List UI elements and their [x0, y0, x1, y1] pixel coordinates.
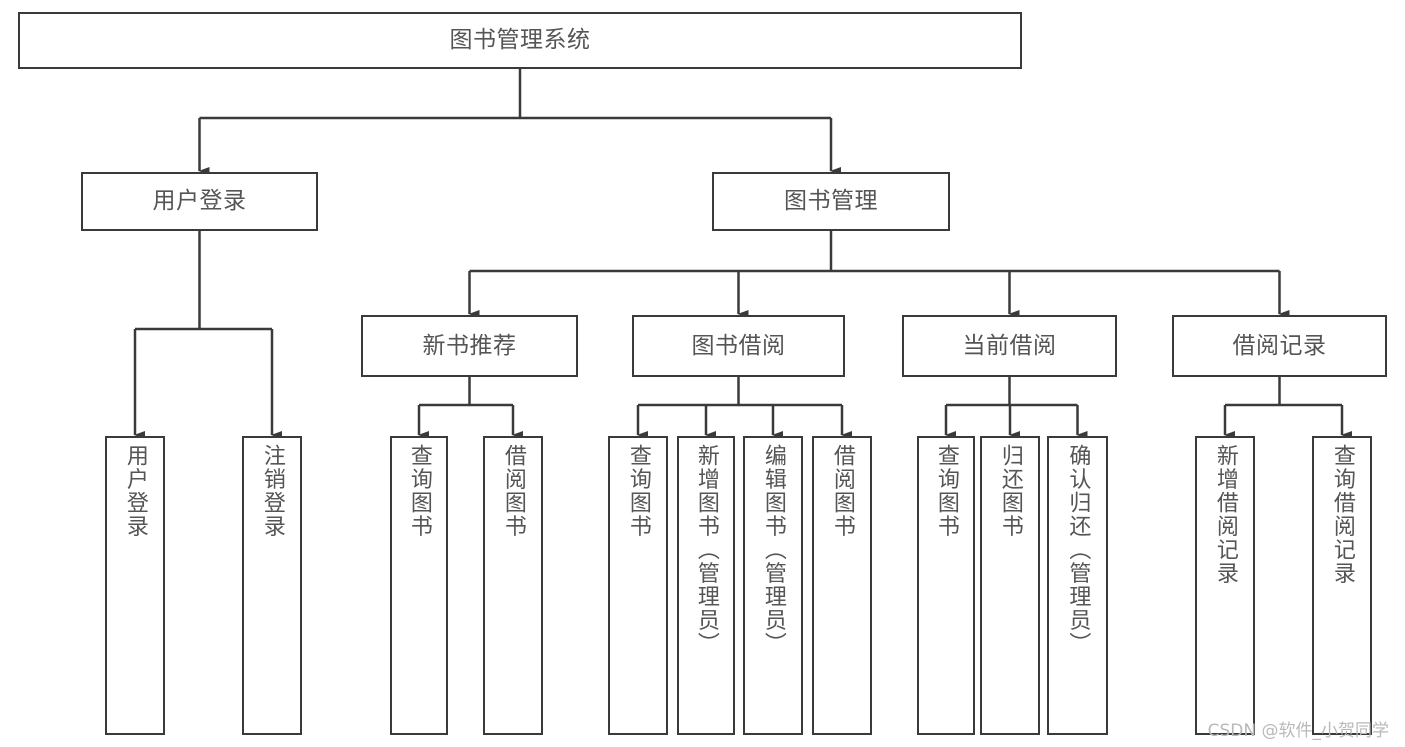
node-book-manage[interactable]: 图书管理 — [712, 172, 950, 231]
node-book-borrow-label: 图书借阅 — [691, 332, 786, 359]
leaf-add-borrow-record[interactable]: 新增借阅记录 — [1195, 436, 1255, 735]
leaf-query-book-3[interactable]: 查询图书 — [917, 436, 975, 735]
leaf-user-login-label: 用户登录 — [122, 444, 148, 538]
leaf-return-book[interactable]: 归还图书 — [980, 436, 1040, 735]
node-root[interactable]: 图书管理系统 — [18, 12, 1022, 69]
node-root-label: 图书管理系统 — [449, 27, 591, 53]
leaf-query-book-1[interactable]: 查询图书 — [390, 436, 448, 735]
leaf-logout-label: 注销登录 — [259, 444, 285, 538]
leaf-borrow-book-2-label: 借阅图书 — [829, 444, 855, 538]
node-book-borrow[interactable]: 图书借阅 — [632, 315, 845, 377]
leaf-logout[interactable]: 注销登录 — [242, 436, 302, 735]
leaf-user-login[interactable]: 用户登录 — [105, 436, 165, 735]
leaf-query-borrow-record-label: 查询借阅记录 — [1329, 444, 1355, 585]
leaf-return-book-label: 归还图书 — [997, 444, 1023, 538]
leaf-borrow-book-2[interactable]: 借阅图书 — [812, 436, 872, 735]
leaf-add-borrow-record-label: 新增借阅记录 — [1212, 444, 1238, 585]
watermark: CSDN @软件_小贺同学 — [1207, 721, 1389, 741]
node-book-manage-label: 图书管理 — [784, 188, 878, 214]
leaf-query-book-2[interactable]: 查询图书 — [608, 436, 668, 735]
leaf-add-book[interactable]: 新增图书（管理员） — [677, 436, 735, 735]
leaf-query-book-2-label: 查询图书 — [625, 444, 651, 538]
node-borrow-record-label: 借阅记录 — [1232, 332, 1327, 359]
leaf-borrow-book-1[interactable]: 借阅图书 — [483, 436, 543, 735]
node-new-book-recommend[interactable]: 新书推荐 — [361, 315, 578, 377]
leaf-borrow-book-1-label: 借阅图书 — [500, 444, 526, 538]
leaf-query-borrow-record[interactable]: 查询借阅记录 — [1312, 436, 1372, 735]
node-current-borrow[interactable]: 当前借阅 — [902, 315, 1117, 377]
leaf-add-book-label: 新增图书（管理员） — [693, 444, 719, 656]
leaf-confirm-return[interactable]: 确认归还（管理员） — [1047, 436, 1108, 735]
node-user-login-label: 用户登录 — [152, 188, 247, 214]
leaf-edit-book-label: 编辑图书（管理员） — [760, 444, 786, 656]
leaf-edit-book[interactable]: 编辑图书（管理员） — [743, 436, 803, 735]
leaf-query-book-1-label: 查询图书 — [406, 444, 432, 538]
leaf-confirm-return-label: 确认归还（管理员） — [1065, 444, 1091, 656]
node-current-borrow-label: 当前借阅 — [962, 332, 1057, 359]
node-new-book-recommend-label: 新书推荐 — [422, 332, 517, 359]
node-user-login[interactable]: 用户登录 — [81, 172, 318, 231]
leaf-query-book-3-label: 查询图书 — [933, 444, 959, 538]
node-borrow-record[interactable]: 借阅记录 — [1172, 315, 1387, 377]
